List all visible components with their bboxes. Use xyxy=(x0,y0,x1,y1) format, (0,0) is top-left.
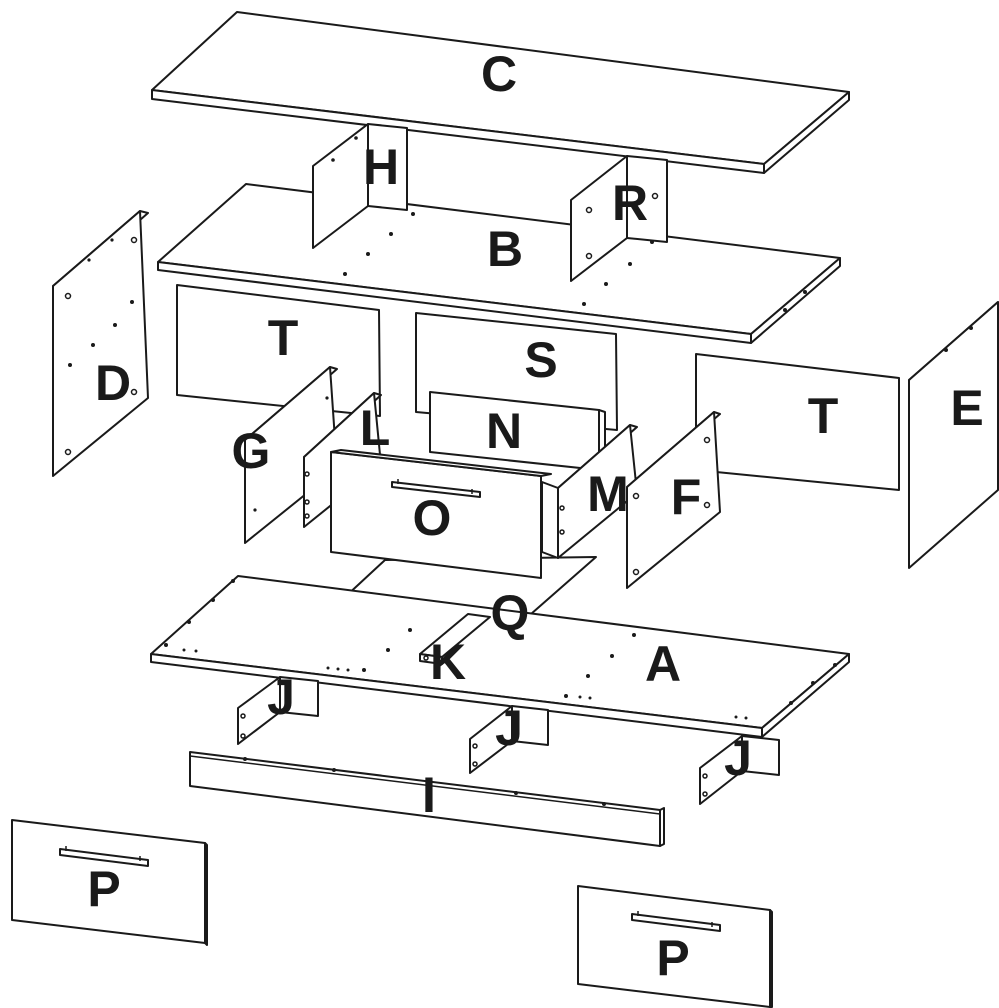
label-h: H xyxy=(363,139,399,195)
panel-a-holes xyxy=(164,579,837,720)
drawer-front-p-left xyxy=(11,819,208,946)
divider-r xyxy=(570,155,668,282)
label-p-left: P xyxy=(87,861,120,917)
label-j-middle: J xyxy=(495,700,523,756)
label-e: E xyxy=(950,380,983,436)
drawer-front-p-right xyxy=(577,885,773,1008)
label-o: O xyxy=(413,490,452,546)
label-j-right: J xyxy=(724,730,752,786)
label-t-left: T xyxy=(268,310,299,366)
panel-b-holes xyxy=(343,212,807,312)
divider-h xyxy=(312,123,408,249)
drawer-handle-icon xyxy=(59,846,149,867)
panel-c xyxy=(151,11,850,174)
plinth-i xyxy=(189,751,665,847)
drawer-handle-icon xyxy=(631,911,721,932)
foot-j-left xyxy=(237,676,319,745)
label-c: C xyxy=(481,46,517,102)
side-panel-e xyxy=(908,301,999,569)
label-k: K xyxy=(430,634,466,690)
label-m: M xyxy=(587,466,629,522)
label-d: D xyxy=(95,355,131,411)
label-s: S xyxy=(524,332,557,388)
label-l: L xyxy=(360,400,391,456)
drawer-side-f xyxy=(626,411,721,589)
back-panel-t-right xyxy=(695,353,900,491)
label-b: B xyxy=(487,221,523,277)
label-g: G xyxy=(232,423,271,479)
label-f: F xyxy=(671,469,702,525)
label-j-left: J xyxy=(267,669,295,725)
side-panel-d xyxy=(52,210,149,477)
foot-j-right xyxy=(699,735,780,805)
foot-j-middle xyxy=(469,705,549,774)
label-n: N xyxy=(486,403,522,459)
label-a: A xyxy=(645,636,681,692)
label-q: Q xyxy=(491,585,530,641)
part-labels: C H R B T S D T E L N G M F O Q K A J J … xyxy=(87,46,983,986)
label-i: I xyxy=(422,767,436,823)
label-r: R xyxy=(612,175,648,231)
drawer-front-o xyxy=(330,449,552,579)
label-p-right: P xyxy=(656,930,689,986)
connector-k xyxy=(419,613,491,665)
label-t-right: T xyxy=(808,388,839,444)
drawer-handle-icon xyxy=(391,479,481,498)
panel-a xyxy=(150,575,850,738)
